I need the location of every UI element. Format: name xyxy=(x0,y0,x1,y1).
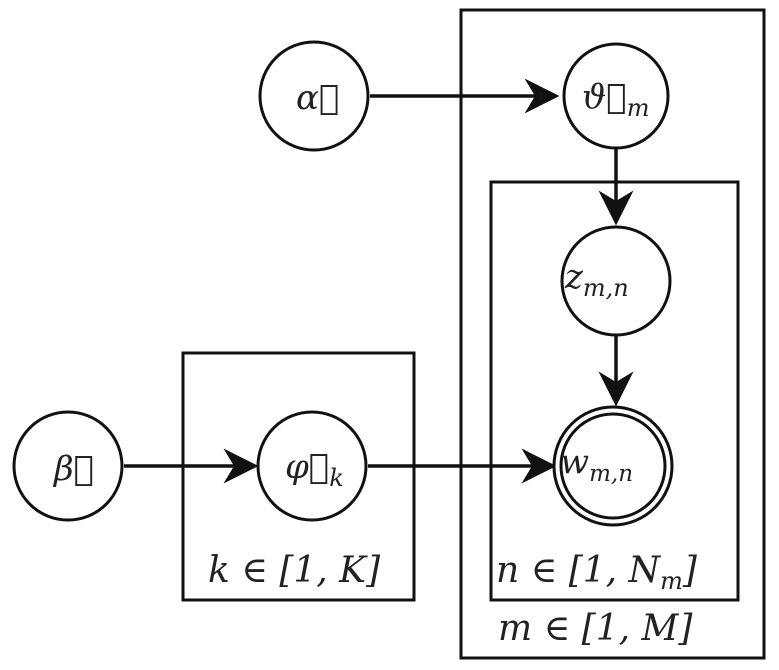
plate-k-label: k ∈ [1, K] xyxy=(208,550,381,591)
node-phi: φ⃗k xyxy=(256,410,368,522)
node-w-label: wm,n xyxy=(560,442,633,487)
node-theta-label: ϑ⃗m xyxy=(582,77,649,122)
node-alpha-label: α⃗ xyxy=(296,78,339,118)
node-beta: β⃗ xyxy=(12,410,124,522)
node-z-sub: m,n xyxy=(583,274,629,302)
node-phi-label: φ⃗k xyxy=(285,447,344,492)
plate-n-label: n ∈ [1, Nm] xyxy=(496,550,698,595)
edges xyxy=(124,78,634,484)
plate-k: k ∈ [1, K] xyxy=(181,351,416,602)
node-w: wm,n xyxy=(552,405,674,527)
node-beta-label: β⃗ xyxy=(52,449,94,489)
node-w-sub: m,n xyxy=(589,461,633,487)
plate-n-label-close: ] xyxy=(682,550,698,591)
plate-m-label: m ∈ [1, M] xyxy=(498,608,693,649)
node-z-label: zm,n xyxy=(564,257,629,302)
node-phi-sub: k xyxy=(329,464,344,492)
node-theta-sub: m xyxy=(627,94,650,122)
plate-n-label-sub: m xyxy=(660,567,683,595)
node-theta: ϑ⃗m xyxy=(562,42,670,150)
node-alpha: α⃗ xyxy=(258,40,370,152)
plate-m: m ∈ [1, M] xyxy=(459,8,766,660)
node-z: zm,n xyxy=(560,225,672,337)
